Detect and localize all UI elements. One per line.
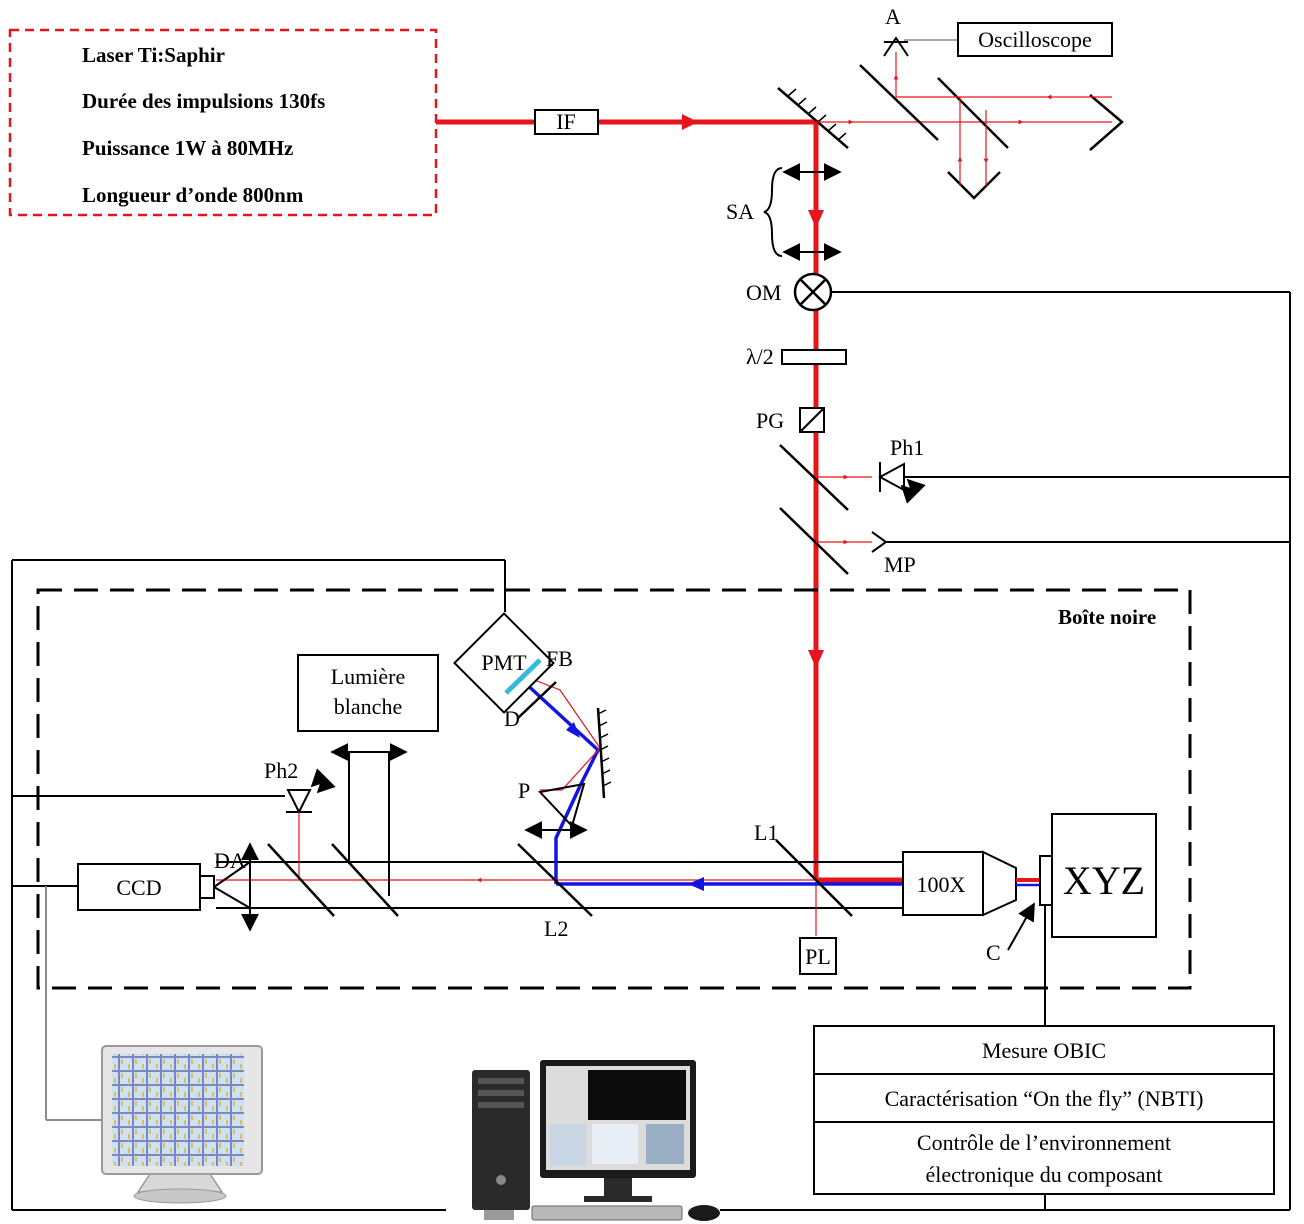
ccd-label: CCD	[116, 875, 161, 900]
white-light-source: Lumière blanche	[297, 654, 439, 917]
l2-label: L2	[544, 916, 568, 941]
spatial-filter-lenses: SA	[726, 163, 842, 261]
control-panel: Mesure OBIC Caractérisation “On the fly”…	[813, 1025, 1275, 1195]
pg-label: PG	[756, 408, 784, 433]
electrical-wiring	[11, 291, 1291, 1211]
mp-label: MP	[884, 552, 916, 577]
laser-name: Laser Ti:Saphir	[82, 43, 225, 67]
obic-measure-label: Mesure OBIC	[982, 1038, 1106, 1063]
environment-control-label-1: Contrôle de l’environnement	[917, 1130, 1171, 1155]
laser-pulse-duration: Durée des impulsions 130fs	[82, 89, 325, 113]
xyz-label: XYZ	[1063, 858, 1145, 903]
pmt-detector: PMT FB D	[453, 612, 573, 731]
ccd-camera: CCD	[77, 861, 251, 911]
desktop-computer-icon	[472, 1060, 720, 1221]
lens-l1-dichroic: L1	[754, 820, 853, 917]
a-label: A	[885, 4, 901, 29]
laser-wavelength: Longueur d’onde 800nm	[82, 183, 304, 207]
pickoff-mirrors	[779, 444, 872, 575]
l1-label: L1	[754, 820, 778, 845]
objective-100x: 100X	[902, 850, 1040, 917]
xyz-stage: XYZ C	[986, 813, 1157, 965]
objective-label: 100X	[917, 872, 966, 897]
p-label: P	[518, 778, 530, 803]
black-box-enclosure: Boîte noire	[36, 588, 1192, 990]
interference-filter: IF	[534, 109, 599, 135]
half-wave-plate: λ/2	[746, 344, 847, 369]
white-light-label-1: Lumière	[331, 664, 406, 689]
optical-modulator: OM	[746, 272, 833, 312]
ph2-label: Ph2	[264, 758, 298, 783]
nbti-label: Caractérisation “On the fly” (NBTI)	[885, 1086, 1204, 1111]
boite-noire-label: Boîte noire	[1058, 605, 1156, 629]
lens-l2: L2	[517, 843, 593, 941]
fb-label: FB	[546, 646, 573, 671]
c-label: C	[986, 940, 1001, 965]
d-label: D	[504, 706, 520, 731]
monitor-icon	[101, 1045, 263, 1204]
optical-rail	[216, 861, 903, 909]
power-meter-mp: MP	[871, 531, 1290, 577]
environment-control-label-2: électronique du composant	[925, 1162, 1162, 1187]
beamsplitter-da: DA	[214, 842, 335, 932]
white-light-label-2: blanche	[334, 694, 402, 719]
pmt-label: PMT	[481, 650, 527, 675]
photodiode-ph1: Ph1	[877, 435, 1290, 504]
om-label: OM	[746, 280, 781, 305]
laser-power: Puissance 1W à 80MHz	[82, 136, 293, 160]
ph1-label: Ph1	[890, 435, 924, 460]
photodiode-ph2: Ph2	[264, 758, 336, 880]
if-label: IF	[556, 109, 576, 134]
return-beam	[216, 675, 903, 936]
prism-p: P	[518, 778, 588, 839]
fold-mirror	[596, 707, 612, 799]
laser-box: Laser Ti:Saphir Durée des impulsions 130…	[8, 28, 438, 217]
pl-label: PL	[805, 944, 831, 969]
oscilloscope-label: Oscilloscope	[978, 27, 1092, 52]
sa-label: SA	[726, 199, 754, 224]
lambda2-label: λ/2	[746, 344, 774, 369]
polarizer: PG	[756, 407, 825, 433]
power-leak-detector: PL	[799, 937, 837, 975]
autocorrelator: A Oscilloscope	[777, 4, 1124, 200]
